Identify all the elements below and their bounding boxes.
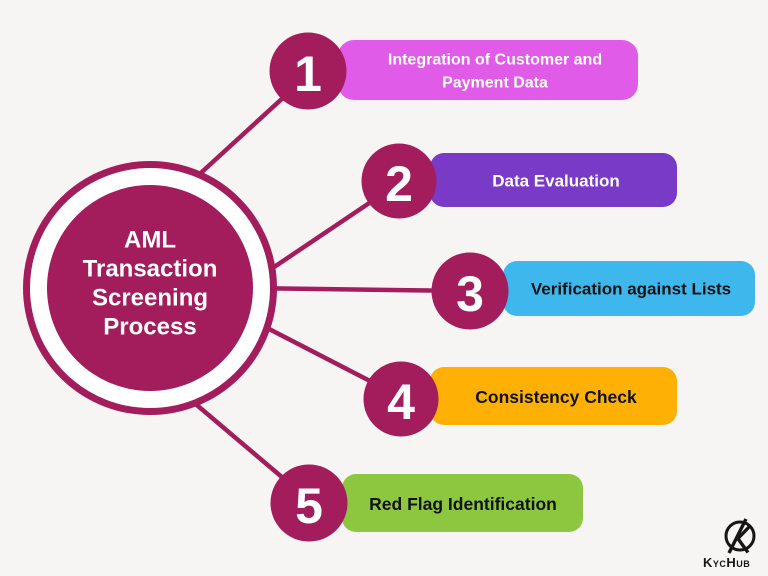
- kychub-monogram-circle: [724, 520, 756, 552]
- step-1-label-line-2: Payment Data: [442, 75, 548, 92]
- step-5-bar: [342, 474, 583, 532]
- step-1: Integration of Customer and Payment Data…: [269, 32, 638, 110]
- step-5-label: Red Flag Identification: [369, 494, 557, 514]
- step-4: Consistency Check 4: [363, 361, 677, 437]
- step-4-number: 4: [387, 374, 415, 430]
- step-4-label: Consistency Check: [475, 387, 637, 407]
- step-5: Red Flag Identification 5: [270, 464, 583, 542]
- step-1-number-circle: [269, 32, 347, 110]
- step-1-label-line-1: Integration of Customer and: [388, 52, 602, 69]
- step-3-number: 3: [456, 266, 484, 322]
- step-2: Data Evaluation 2: [361, 143, 677, 219]
- center-title-line-4: Process: [103, 314, 196, 341]
- step-1-number: 1: [294, 46, 322, 102]
- step-2-number-circle: [361, 143, 437, 219]
- step-4-number-circle: [363, 361, 439, 437]
- kychub-logo: KycHub: [703, 518, 756, 570]
- kychub-brand-text: KycHub: [703, 555, 750, 570]
- step-3: Verification against Lists 3: [431, 252, 755, 330]
- center-title-line-2: Transaction: [83, 256, 218, 283]
- step-5-number: 5: [295, 478, 323, 534]
- center-node: AML Transaction Screening Process: [23, 161, 277, 415]
- step-2-number: 2: [385, 156, 413, 212]
- step-1-bar: [338, 40, 638, 100]
- step-4-bar: [430, 367, 677, 425]
- center-circle: [47, 185, 253, 391]
- step-2-label: Data Evaluation: [492, 172, 620, 191]
- kychub-monogram-k-icon: [727, 518, 751, 554]
- step-2-bar: [430, 153, 677, 207]
- step-3-number-circle: [431, 252, 509, 330]
- step-3-bar: [503, 261, 755, 316]
- center-title-line-3: Screening: [92, 285, 208, 312]
- step-5-number-circle: [270, 464, 348, 542]
- center-title-line-1: AML: [124, 227, 176, 254]
- step-3-label: Verification against Lists: [531, 280, 731, 299]
